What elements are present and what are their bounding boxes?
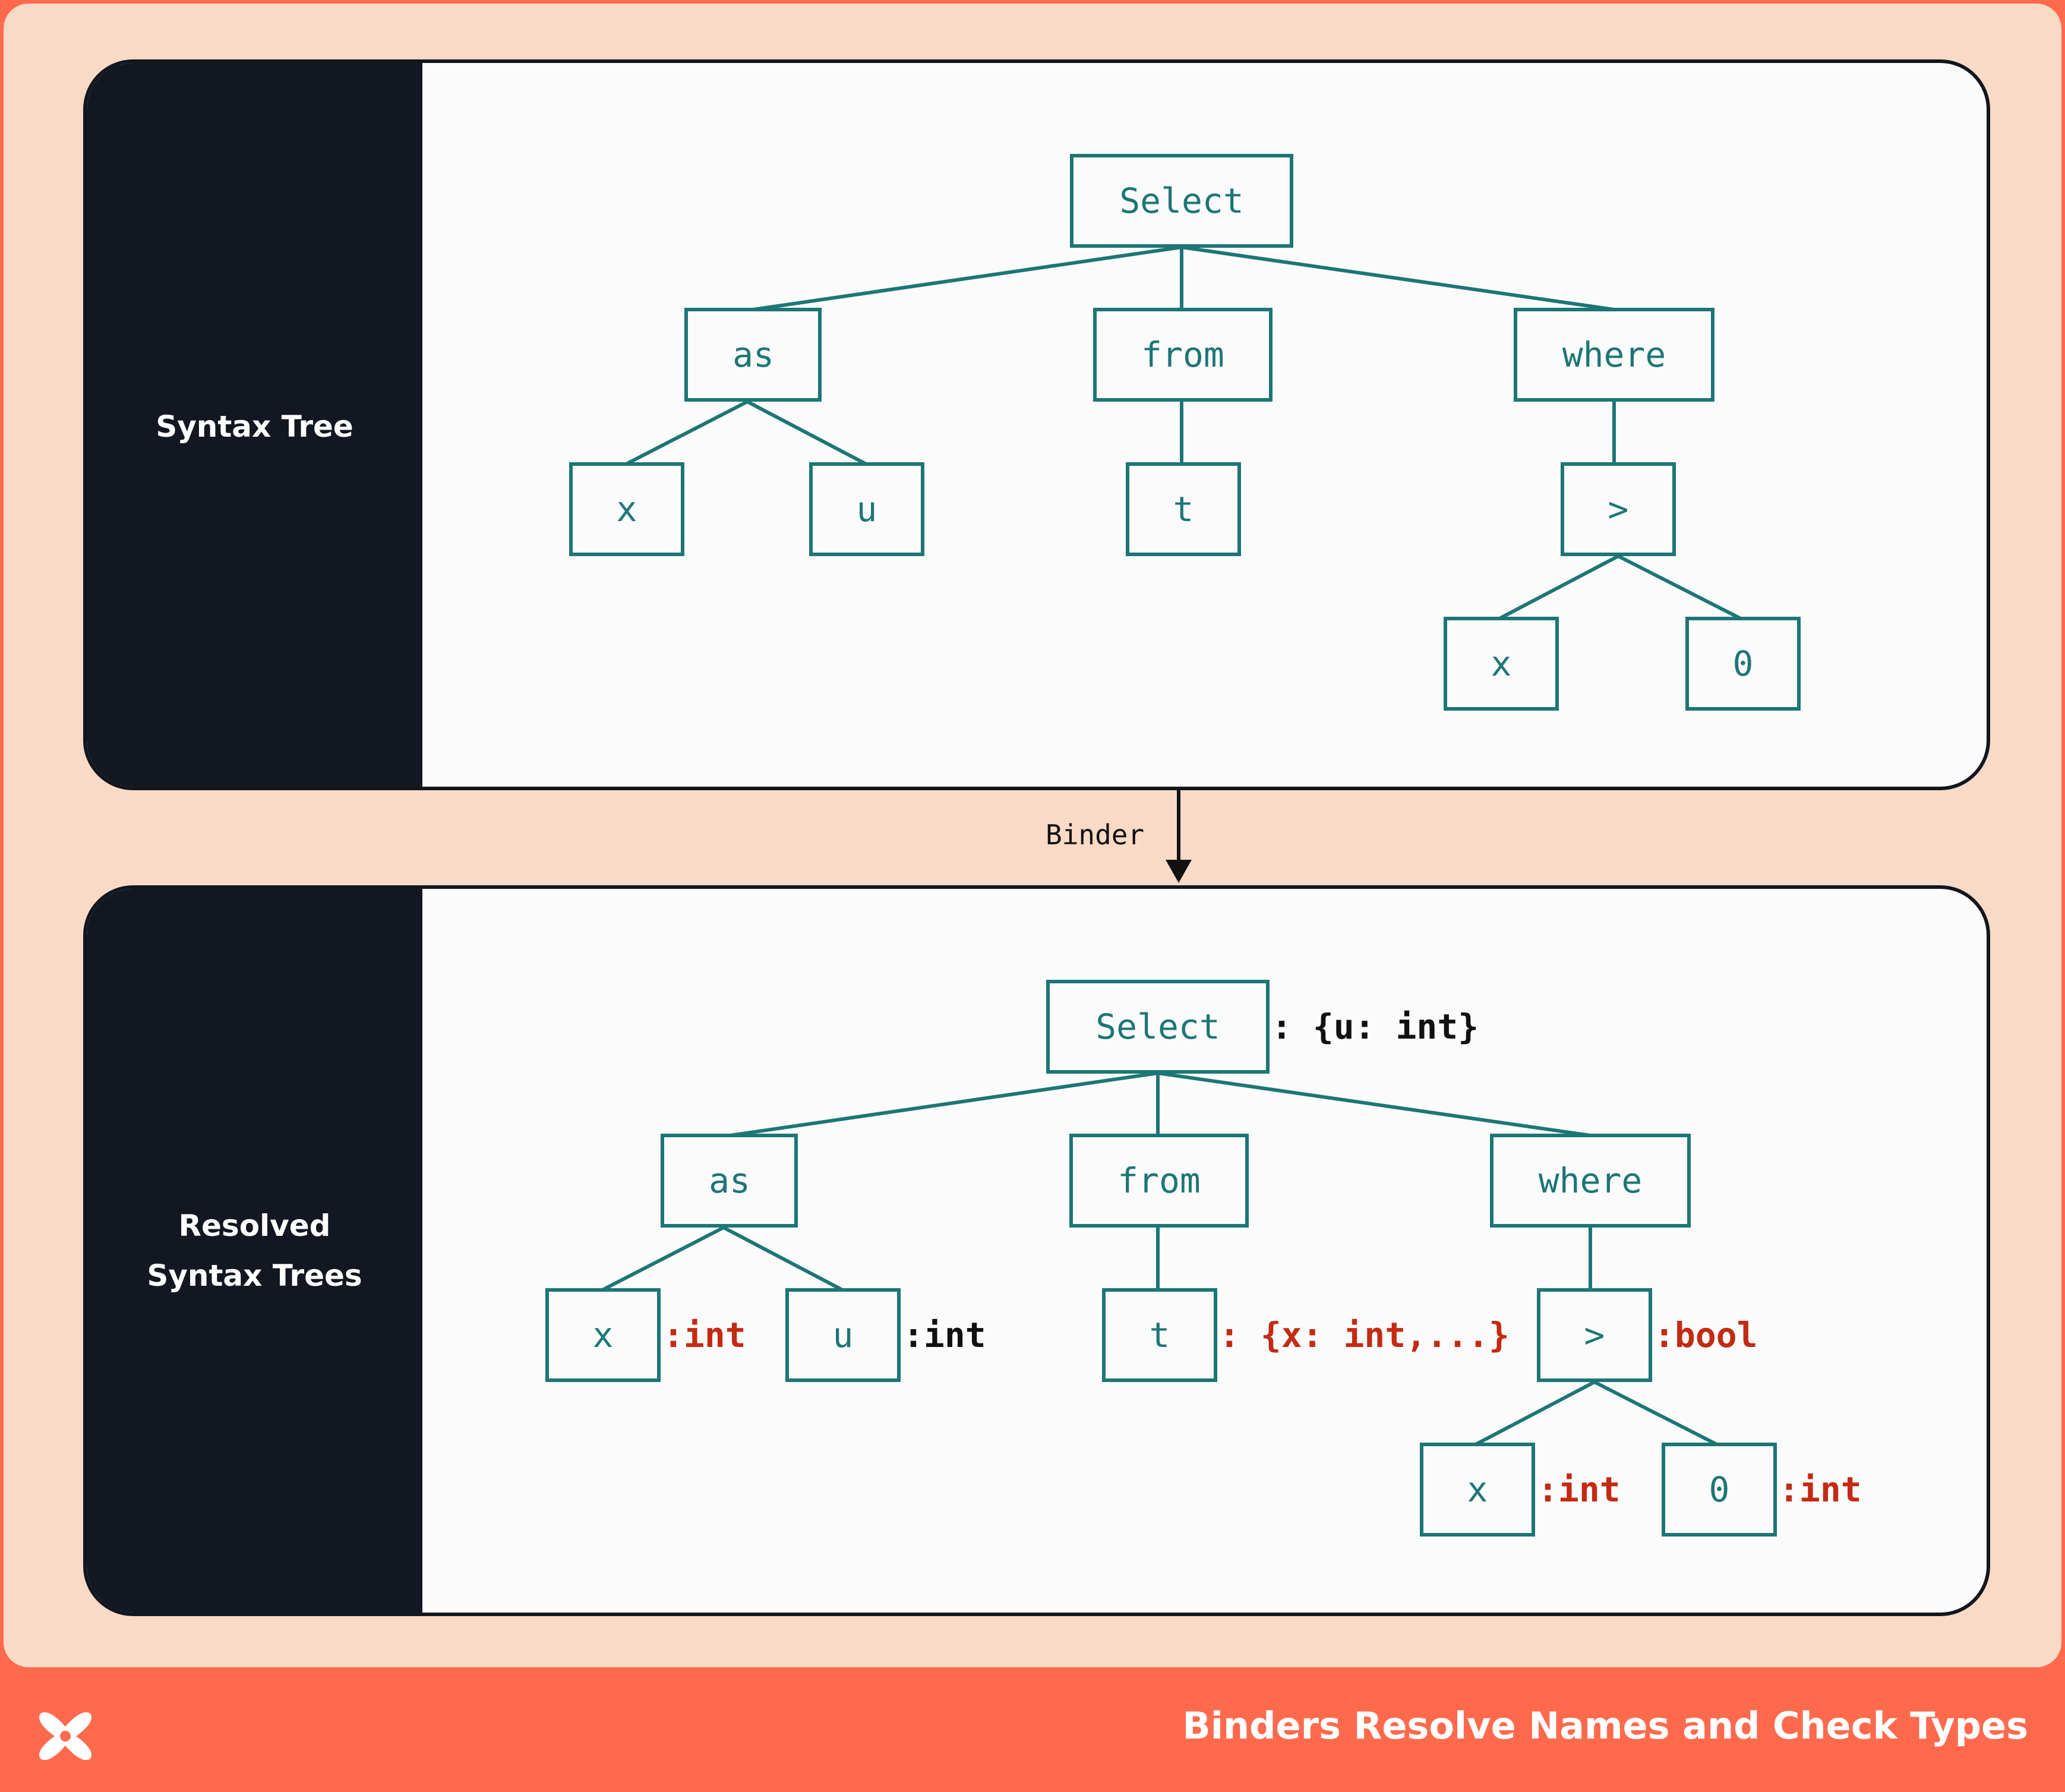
annotation-select-type: : {u: int} [1271, 1007, 1479, 1047]
svg-text:where: where [1562, 335, 1666, 375]
annotation-u-type: :int [903, 1315, 986, 1355]
resolved-label-line2: Syntax Trees [147, 1258, 362, 1293]
syntax-tree-label: Syntax Tree [156, 409, 353, 444]
annotation-t-type: : {x: int,...} [1219, 1315, 1510, 1355]
edge-as-x [601, 1226, 725, 1292]
svg-text:x: x [593, 1315, 614, 1355]
node-where: where [1514, 308, 1714, 402]
binder-label: Binder [1046, 819, 1145, 851]
node-from: from [1069, 1134, 1249, 1228]
edge-gt-zero [1593, 1380, 1718, 1446]
svg-text:Select: Select [1119, 181, 1244, 221]
svg-text:as: as [709, 1160, 750, 1201]
annotation-x-type: :int [663, 1315, 746, 1355]
syntax-tree-panel: Syntax Tree Select as from [83, 59, 1990, 790]
node-select: Select [1070, 154, 1293, 248]
svg-text:>: > [1608, 489, 1629, 529]
node-x: x [545, 1288, 661, 1382]
node-as: as [661, 1134, 798, 1228]
node-u: u [785, 1288, 901, 1382]
node-as: as [684, 308, 822, 402]
node-where: where [1490, 1134, 1691, 1228]
resolved-tree-panel: Resolved Syntax Trees Select as [83, 885, 1990, 1616]
edge-as-u [746, 400, 867, 466]
node-t: t [1102, 1288, 1217, 1382]
node-select: Select [1046, 980, 1270, 1074]
node-u: u [809, 462, 924, 556]
node-zero: 0 [1662, 1443, 1777, 1537]
footer-title: Binders Resolve Names and Check Types [1182, 1704, 2029, 1747]
svg-text:0: 0 [1709, 1469, 1730, 1510]
x-logo-icon [39, 1712, 91, 1761]
svg-text:x: x [1467, 1469, 1488, 1510]
annotation-gt-type: :bool [1654, 1315, 1758, 1355]
svg-text:where: where [1539, 1160, 1643, 1201]
resolved-tree-diagram: Select as from where x u [545, 980, 1862, 1537]
node-x: x [569, 462, 684, 556]
edge-select-where [1157, 1071, 1591, 1137]
edge-select-as [753, 245, 1182, 311]
svg-text:>: > [1584, 1315, 1605, 1355]
svg-text:0: 0 [1733, 643, 1754, 684]
svg-text:t: t [1150, 1315, 1170, 1355]
edge-gt-zero [1617, 554, 1742, 620]
edge-select-where [1181, 245, 1615, 311]
node-x2: x [1420, 1443, 1535, 1537]
resolved-tree-sidebar: Resolved Syntax Trees [87, 889, 422, 1613]
node-x2: x [1444, 617, 1559, 711]
syntax-tree-sidebar: Syntax Tree [87, 63, 422, 787]
svg-text:x: x [617, 489, 637, 529]
svg-text:as: as [732, 335, 774, 375]
node-from: from [1093, 308, 1273, 402]
edge-select-as [730, 1071, 1158, 1137]
edge-as-x [625, 400, 749, 466]
node-gt: > [1561, 462, 1676, 556]
edge-as-u [722, 1226, 844, 1292]
svg-text:u: u [833, 1315, 854, 1355]
edge-gt-x [1498, 554, 1619, 620]
svg-text:Select: Select [1095, 1007, 1220, 1047]
syntax-tree-diagram: Select as from where x u [569, 154, 1801, 711]
resolved-label-line1: Resolved [178, 1209, 331, 1243]
svg-text:u: u [857, 489, 877, 529]
svg-text:t: t [1173, 489, 1194, 529]
annotation-zero-type: :int [1779, 1469, 1862, 1510]
svg-text:from: from [1117, 1160, 1201, 1201]
edge-gt-x [1474, 1380, 1596, 1446]
node-zero: 0 [1685, 617, 1801, 711]
footer-bar [0, 1667, 2065, 1792]
svg-text:from: from [1141, 335, 1224, 375]
node-gt: > [1537, 1288, 1652, 1382]
annotation-x2-type: :int [1537, 1469, 1621, 1510]
svg-text:x: x [1491, 643, 1512, 684]
node-t: t [1126, 462, 1241, 556]
